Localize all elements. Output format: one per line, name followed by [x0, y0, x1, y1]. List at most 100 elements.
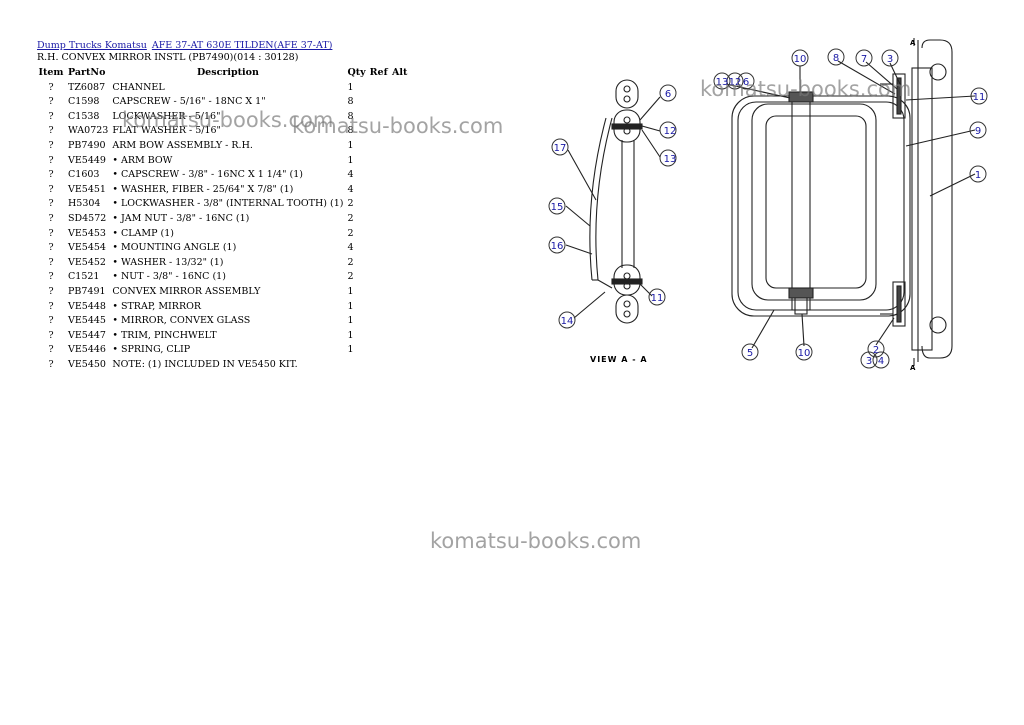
callout-label: 11 — [973, 92, 986, 103]
callout-label: 5 — [747, 348, 753, 359]
cell-qty: 1 — [347, 329, 354, 341]
cell-description: • MOUNTING ANGLE (1) — [112, 242, 237, 254]
cell-description: • CLAMP (1) — [112, 227, 175, 239]
cell-qty: 8 — [347, 125, 354, 137]
cell-qty: 8 — [347, 110, 354, 122]
callout-label: 13 — [716, 77, 729, 88]
cell-item: ? — [48, 315, 54, 327]
cell-partno: TZ6087 — [68, 81, 106, 93]
cell-partno: VE5450 — [68, 358, 106, 370]
parts-table: Item PartNo Description Qty Ref Alt ?TZ6… — [36, 66, 410, 372]
table-row: ?VE5452• WASHER - 13/32" (1)2 — [36, 256, 410, 271]
cell-qty: 8 — [347, 96, 354, 108]
cell-qty: 2 — [347, 227, 354, 239]
table-row: ?C1521• NUT - 3/8" - 16NC (1)2 — [36, 270, 410, 285]
cell-description: • WASHER - 13/32" (1) — [112, 256, 224, 268]
table-row: ? TZ6087 CHANNEL 1 — [36, 81, 410, 96]
callout-label: 3 — [887, 54, 893, 65]
header-qty: Qty — [347, 67, 366, 78]
cell-qty: 4 — [347, 169, 354, 181]
cell-partno: VE5448 — [68, 300, 106, 312]
cell-item: ? — [48, 242, 54, 254]
cell-item: ? — [48, 154, 54, 166]
cell-item: ? — [48, 212, 54, 224]
header-item: Item — [38, 67, 64, 78]
cell-partno: H5304 — [68, 198, 101, 210]
callout-label: 8 — [833, 53, 839, 64]
cell-description: • JAM NUT - 3/8" - 16NC (1) — [112, 212, 250, 224]
callout-label: 13 — [664, 154, 677, 165]
table-row: ? C1603 • CAPSCREW - 3/8" - 16NC X 1 1/4" … — [36, 168, 410, 183]
cell-item: ? — [48, 169, 54, 181]
cell-partno: VE5453 — [68, 227, 106, 239]
table-row: ? H5304 • LOCKWASHER - 3/8" (INTERNAL TOOT… — [36, 197, 410, 212]
cell-qty: 1 — [347, 315, 354, 327]
cell-description: NOTE: (1) INCLUDED IN VE5450 KIT. — [112, 358, 298, 370]
header-partno: PartNo — [68, 67, 106, 78]
cell-item: ? — [48, 81, 54, 93]
cell-description: • STRAP, MIRROR — [112, 300, 202, 312]
cell-item: ? — [48, 300, 54, 312]
cell-item: ? — [48, 256, 54, 268]
cell-partno: C1538 — [68, 110, 100, 122]
cell-partno: VE5449 — [68, 154, 106, 166]
cell-qty: 1 — [347, 285, 354, 297]
cell-item: ? — [48, 358, 54, 370]
cell-qty: 4 — [347, 183, 354, 195]
table-row: ?VE5453• CLAMP (1)2 — [36, 227, 410, 242]
breadcrumb: Dump Trucks Komatsu AFE 37-AT 630E TILDEN… — [37, 40, 332, 51]
cell-description: • ARM BOW — [112, 154, 173, 166]
parts-table-body: ? TZ6087 CHANNEL 1? C1598 CAPSCREW - 5/16" - … — [36, 81, 410, 373]
cell-item: ? — [48, 329, 54, 341]
cell-description: • TRIM, PINCHWELT — [112, 329, 217, 341]
callout-label: 3 — [866, 356, 872, 367]
table-row: ? C1598 CAPSCREW - 5/16" - 18NC X 1" 8 — [36, 95, 410, 110]
cell-item: ? — [48, 344, 54, 356]
cell-qty: 1 — [347, 300, 354, 312]
cell-qty: 1 — [347, 139, 354, 151]
cell-partno: PB7490 — [68, 139, 106, 151]
cell-item: ? — [48, 285, 54, 297]
cell-partno: C1598 — [68, 96, 100, 108]
cell-item: ? — [48, 96, 54, 108]
cell-description: CONVEX MIRROR ASSEMBLY — [112, 285, 261, 297]
side-view-drawing — [565, 79, 661, 324]
cell-partno: VE5454 — [68, 242, 106, 254]
cell-item: ? — [48, 183, 54, 195]
cell-description: • LOCKWASHER - 3/8" (INTERNAL TOOTH) (1) — [112, 198, 344, 210]
cell-qty: 2 — [347, 271, 354, 283]
cell-description: CAPSCREW - 5/16" - 18NC X 1" — [112, 96, 266, 108]
breadcrumb-link-category[interactable]: Dump Trucks Komatsu — [37, 40, 147, 51]
cell-description: CHANNEL — [112, 81, 165, 93]
cell-partno: C1603 — [68, 169, 100, 181]
section-mark: A — [910, 39, 916, 47]
callout-label: 9 — [975, 126, 981, 137]
table-row: ? VE5450 NOTE: (1) INCLUDED IN VE5450 KIT. — [36, 358, 410, 373]
callout-label: 6 — [743, 77, 749, 88]
cell-qty: 1 — [347, 81, 354, 93]
front-view-drawing — [725, 38, 976, 366]
callout-label: 2 — [873, 345, 879, 356]
cell-qty: 2 — [347, 256, 354, 268]
side-view-callout-numbers: 6 12 13 17 15 16 11 14 — [551, 89, 677, 327]
section-mark: A — [910, 364, 916, 372]
table-row: ?VE5451• WASHER, FIBER - 25/64" X 7/8" (… — [36, 183, 410, 198]
callout-label: 1 — [975, 170, 981, 181]
cell-partno: VE5445 — [68, 315, 106, 327]
front-view-callouts — [713, 48, 988, 369]
cell-item: ? — [48, 125, 54, 137]
table-row: ?VE5454• MOUNTING ANGLE (1)4 — [36, 241, 410, 256]
cell-partno: WA0723 — [68, 125, 109, 137]
cell-item: ? — [48, 198, 54, 210]
header-description: Description — [196, 67, 259, 78]
breadcrumb-link-model[interactable]: AFE 37-AT 630E TILDEN(AFE 37-AT) — [151, 40, 333, 51]
cell-description: • CAPSCREW - 3/8" - 16NC X 1 1/4" (1) — [112, 169, 303, 181]
